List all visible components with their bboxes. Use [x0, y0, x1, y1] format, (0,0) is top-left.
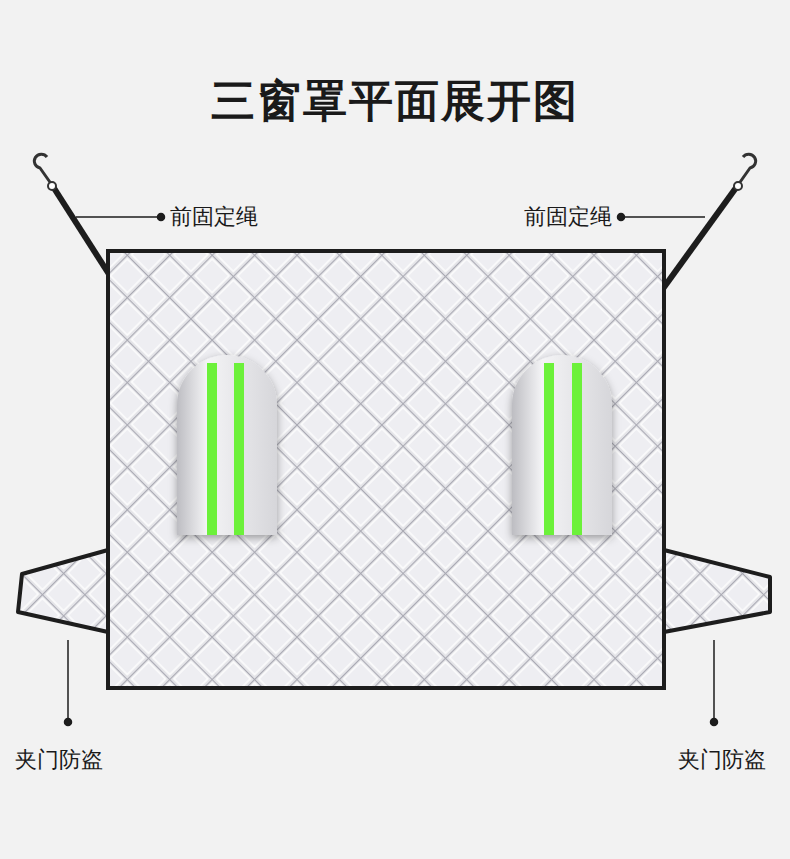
part-label: 前固定绳 — [170, 202, 258, 232]
part-label: 夹门防盗 — [678, 745, 766, 775]
diagram-title: 三窗罩平面展开图 — [211, 72, 579, 131]
cover-panel — [108, 251, 664, 688]
mirror-pocket — [177, 355, 612, 535]
reflective-stripe — [207, 363, 582, 535]
part-label: 前固定绳 — [524, 202, 612, 232]
part-label: 夹门防盗 — [15, 745, 103, 775]
leader-line — [65, 214, 718, 726]
